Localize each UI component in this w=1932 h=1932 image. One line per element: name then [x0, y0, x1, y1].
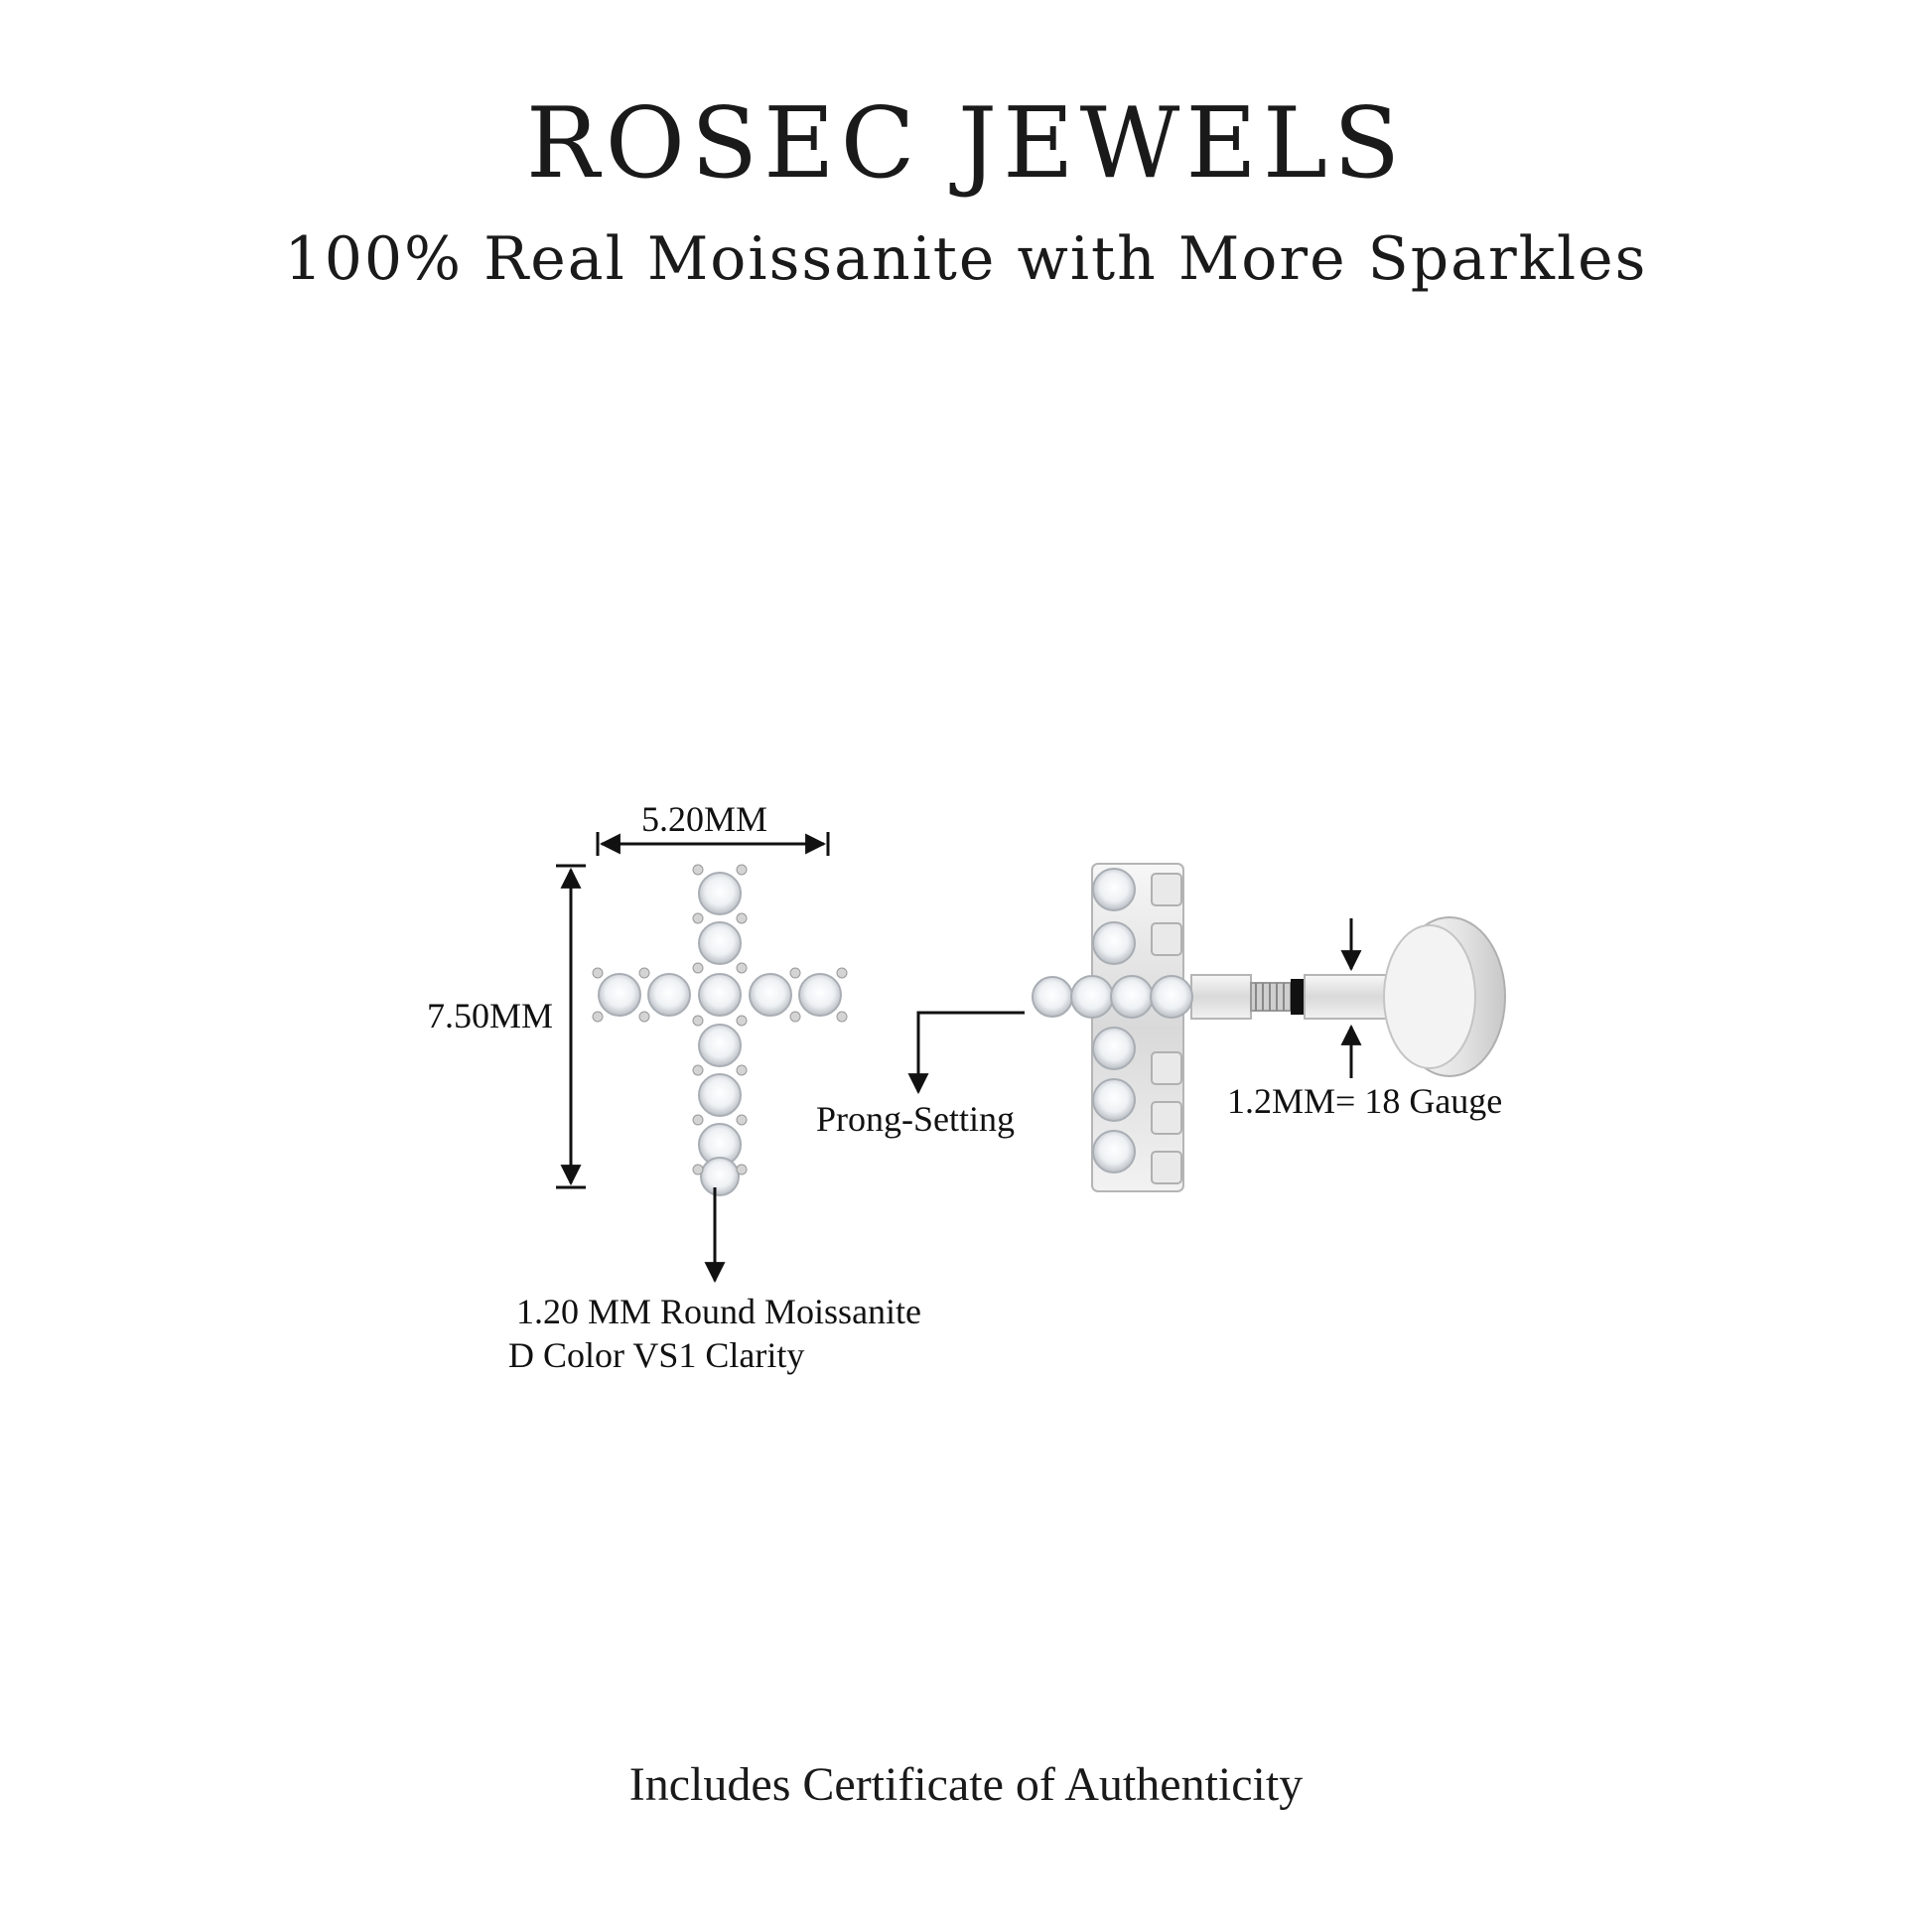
height-dimension-line: [556, 864, 586, 1189]
prong-callout-arrow: [907, 1011, 1025, 1095]
brand-tagline: 100% Real Moissanite with More Sparkles: [284, 224, 1648, 294]
width-dimension-line: [596, 832, 830, 856]
stone-spec-line1: 1.20 MM Round Moissanite: [516, 1292, 922, 1331]
cross-front-view: [592, 864, 848, 1196]
certificate-note: Includes Certificate of Authenticity: [628, 1758, 1304, 1811]
brand-title: ROSEC JEWELS: [525, 87, 1407, 201]
cross-side-view: [1032, 863, 1506, 1192]
gauge-label: 1.2MM= 18 Gauge: [1227, 1081, 1503, 1121]
prong-setting-label: Prong-Setting: [816, 1099, 1016, 1139]
width-label: 5.20MM: [641, 799, 768, 839]
height-label: 7.50MM: [427, 996, 554, 1035]
stone-spec-line2: D Color VS1 Clarity: [508, 1335, 805, 1375]
